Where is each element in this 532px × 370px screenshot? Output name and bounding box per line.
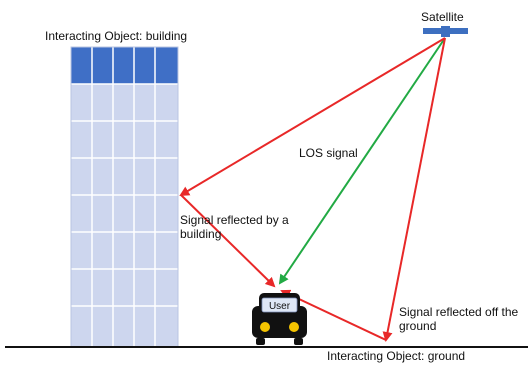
building-top-floor <box>71 47 178 84</box>
building <box>70 46 179 348</box>
car-right-light <box>289 322 299 332</box>
los-signal-label: LOS signal <box>299 146 358 160</box>
car-left-light <box>260 322 270 332</box>
building-reflection-outgoing-arrow <box>180 194 276 288</box>
ground-object-label: Interacting Object: ground <box>327 349 466 363</box>
building-window-grid <box>71 47 178 347</box>
car-left-wheel <box>256 338 265 345</box>
los-signal-arrow <box>278 37 446 285</box>
building-object-label: Interacting Object: building <box>45 29 188 43</box>
satellite-label: Satellite <box>421 10 464 24</box>
user-label: User <box>269 301 291 312</box>
user-label-box <box>261 297 298 313</box>
building-reflection-incoming-arrow <box>179 37 446 197</box>
user-car: User <box>252 293 307 345</box>
ground-reflection-incoming-arrow <box>382 37 446 342</box>
building-body <box>71 47 178 347</box>
car-right-wheel <box>294 338 303 345</box>
satellite-icon <box>423 26 468 37</box>
building-reflection-label: Signal reflected by a building <box>180 213 289 241</box>
ground-reflection-label: Signal reflected off the ground <box>399 305 519 333</box>
